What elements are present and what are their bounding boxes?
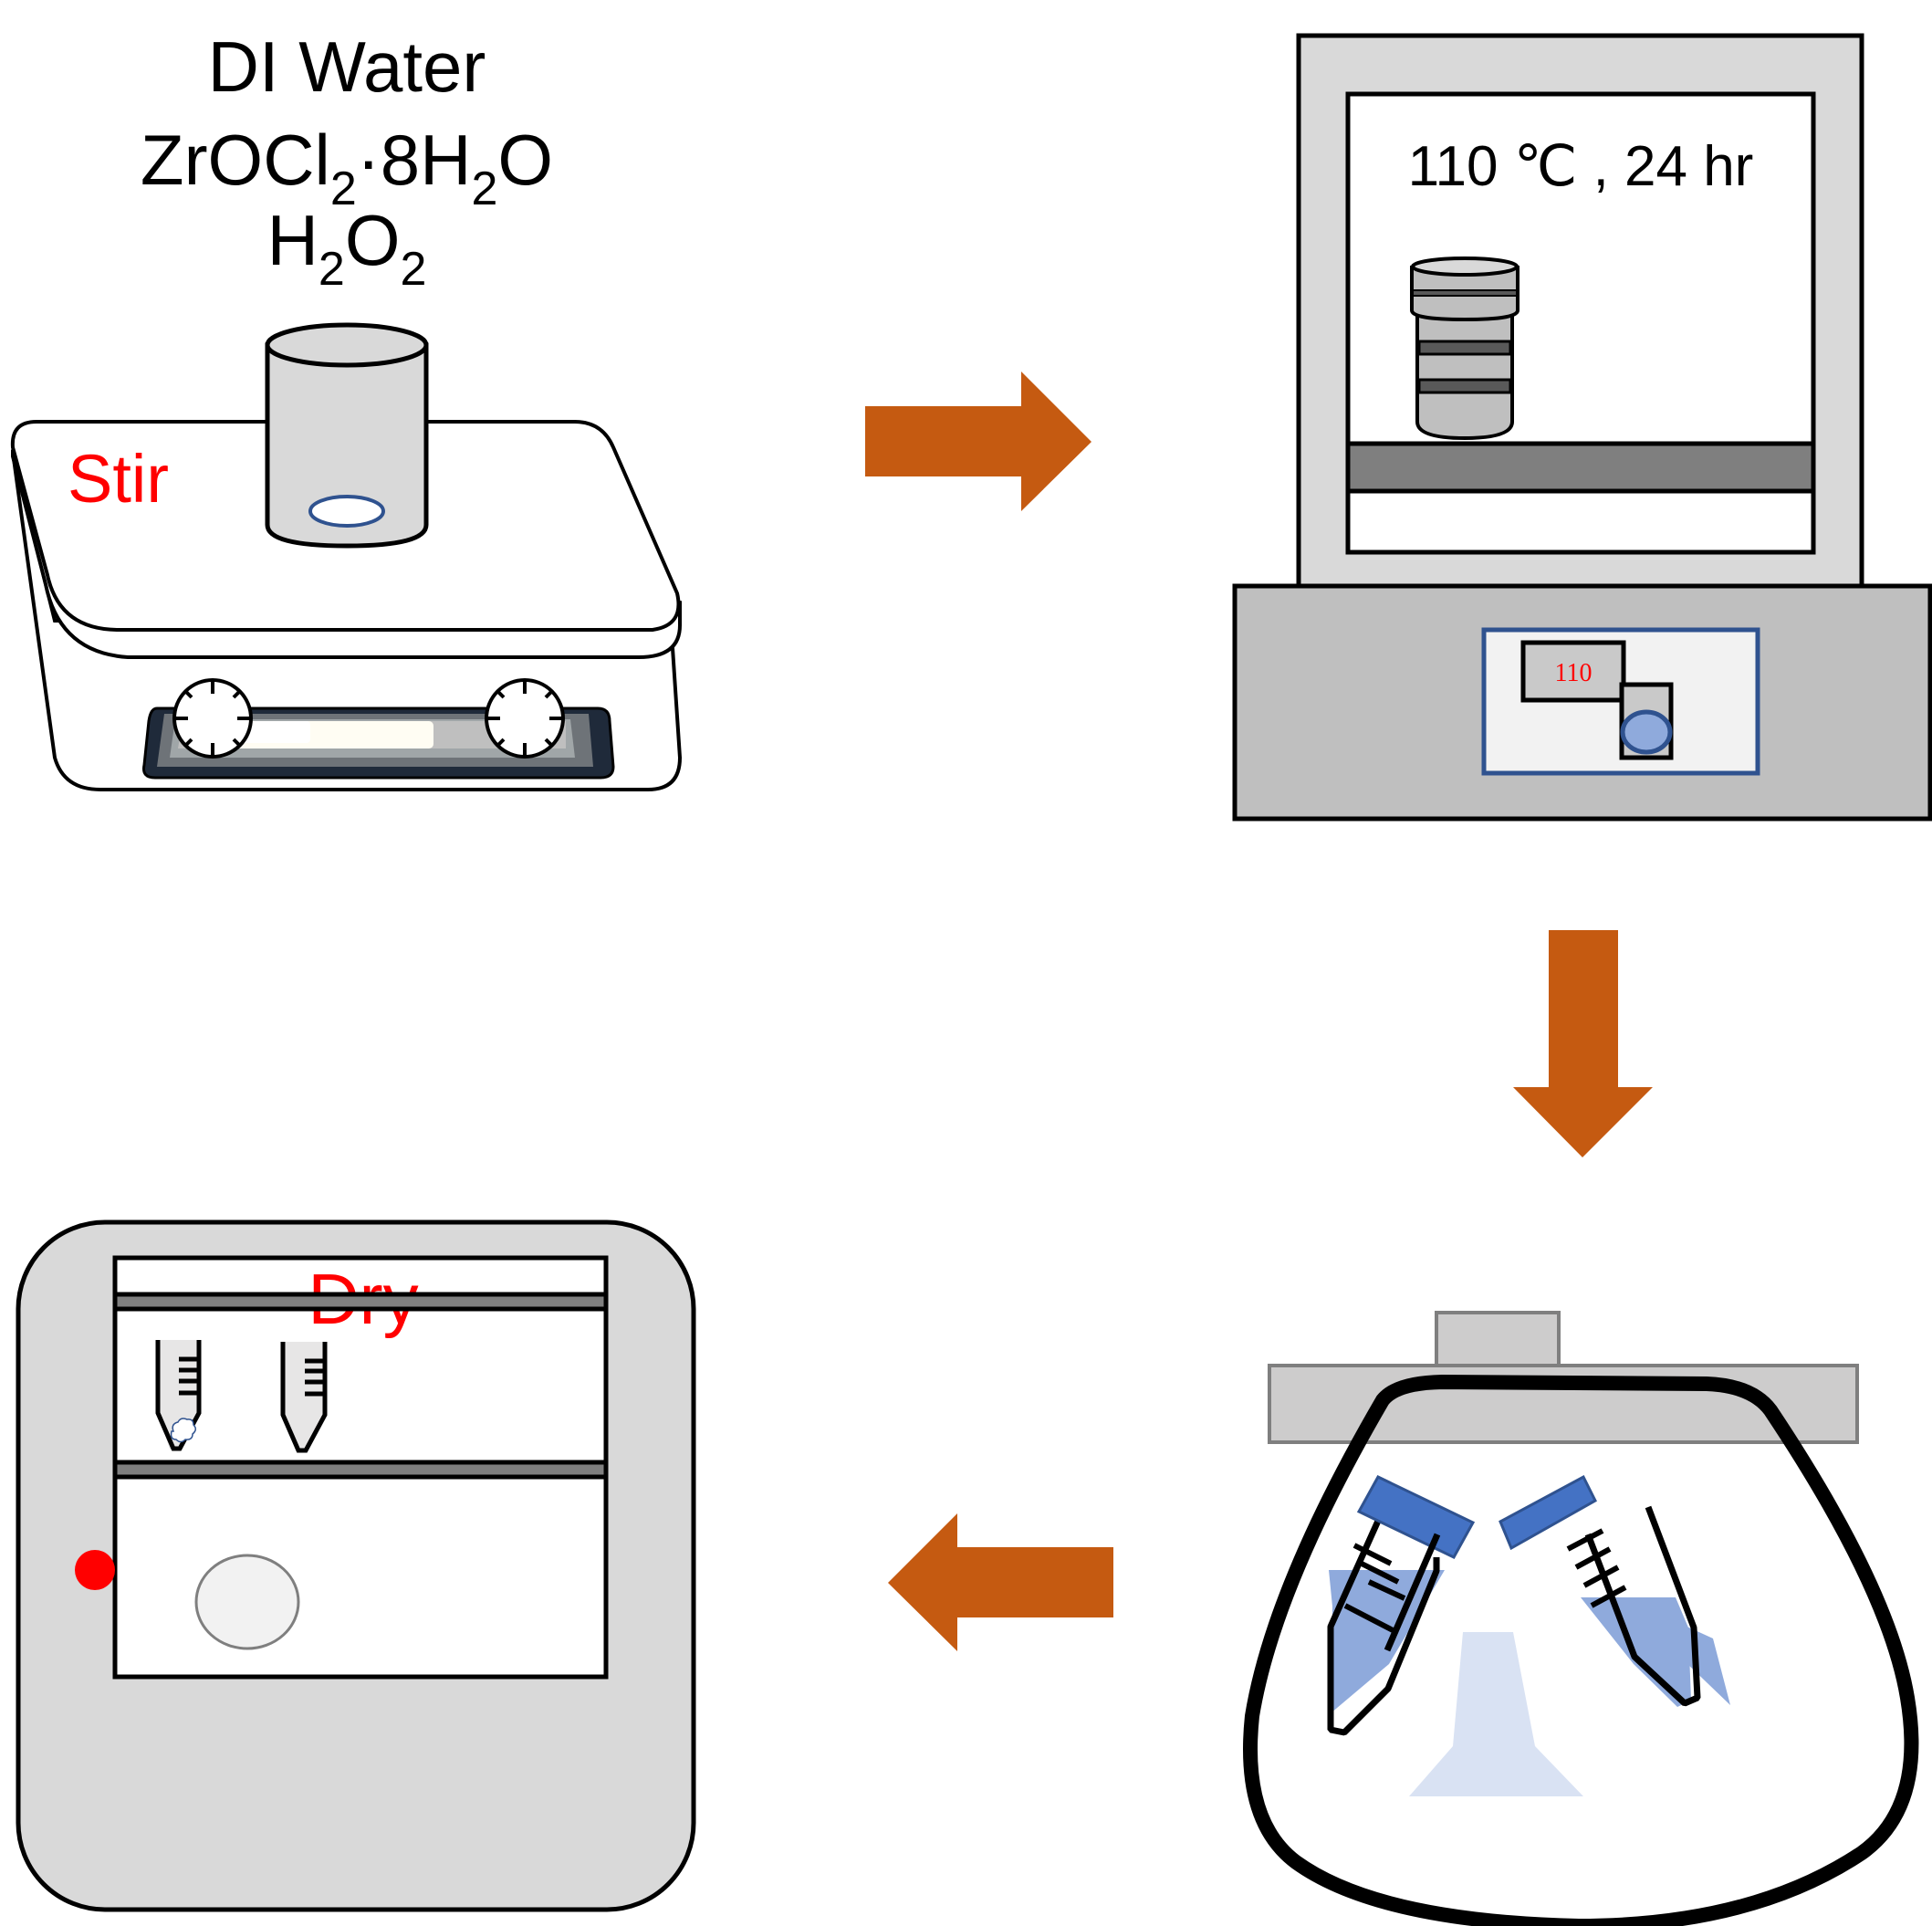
arrow-left-icon (888, 1513, 1113, 1651)
oven-shelf (1345, 441, 1816, 494)
dryer-shelf-top (112, 1292, 609, 1312)
precipitate-icon (170, 1418, 196, 1443)
step-dry: Dry (16, 1219, 696, 1912)
step-hydrothermal: 110 ℃ , 24 hr 110 (1232, 33, 1932, 822)
formula-subscript: 2 (471, 162, 497, 215)
step-centrifuge (1243, 1311, 1919, 1926)
reagent-zrocl2: ZrOCl2·8H2O (141, 120, 553, 215)
power-indicator-light (75, 1550, 115, 1590)
dried-tube-left (155, 1340, 202, 1451)
dried-tube-right (280, 1342, 328, 1453)
centrifuge-spindle (1409, 1632, 1583, 1796)
oven-condition-label: 110 ℃ , 24 hr (1408, 135, 1754, 198)
beaker (265, 322, 429, 549)
oven-control-panel: 110 (1481, 627, 1760, 776)
formula-subscript: 2 (330, 162, 357, 215)
stirrer-knob-left[interactable] (172, 678, 253, 759)
arrow-down-icon (1513, 930, 1653, 1157)
formula-text: O (497, 120, 553, 200)
autoclave (1410, 256, 1519, 441)
temperature-readout: 110 (1555, 659, 1593, 687)
formula-text: ·8H (357, 120, 472, 200)
formula-text: O (345, 200, 401, 280)
formula-subscript: 2 (319, 243, 345, 296)
step-stir: DI Water ZrOCl2·8H2O H2O2 (10, 26, 683, 791)
tube-cap-left (1356, 1475, 1476, 1559)
stir-bar (308, 495, 385, 528)
stirrer-knob-right[interactable] (485, 678, 565, 759)
tube-cap-right (1499, 1474, 1597, 1551)
arrow-right-icon (865, 372, 1091, 511)
stirrer-hotplate: Stir (10, 420, 683, 791)
temperature-display (1520, 640, 1626, 703)
centrifuge-tube-left (1327, 1475, 1476, 1736)
reagent-list: DI Water ZrOCl2·8H2O H2O2 (141, 26, 553, 296)
dryer-shelf-bottom (112, 1460, 609, 1480)
step-label-stir: Stir (68, 441, 169, 517)
centrifuge-bowl (1243, 1374, 1919, 1926)
centrifuge-tube-right (1499, 1474, 1730, 1707)
formula-text: H (267, 200, 319, 280)
formula-text: ZrOCl (141, 120, 330, 200)
reagent-di-water: DI Water (208, 26, 486, 107)
reagent-h2o2: H2O2 (267, 200, 427, 296)
oven-switch-knob[interactable] (1620, 709, 1673, 755)
dryer-dial-button[interactable] (194, 1554, 300, 1650)
formula-subscript: 2 (401, 243, 427, 296)
